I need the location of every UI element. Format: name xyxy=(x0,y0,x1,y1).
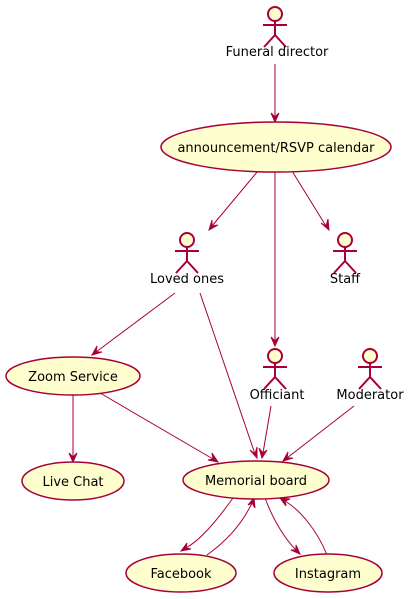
usecase-instagram: Instagram xyxy=(273,553,383,593)
actor-label: Moderator xyxy=(336,388,404,403)
usecase-ellipse xyxy=(273,553,383,593)
arrowhead xyxy=(68,452,78,464)
arrowhead xyxy=(179,542,192,552)
usecase-zoom-service: Zoom Service xyxy=(5,356,141,396)
edge-moderator-to-memorial-board xyxy=(286,405,355,459)
edges xyxy=(68,64,355,556)
actor-staff: Staff xyxy=(330,232,361,287)
arrowhead xyxy=(270,336,280,348)
usecase-ellipse xyxy=(160,121,392,173)
usecase-ellipse xyxy=(5,356,141,396)
usecase-label: Instagram xyxy=(295,567,361,582)
usecase-memorial-board: Memorial board xyxy=(182,460,330,500)
edge-instagram-to-memorial-board xyxy=(284,500,328,556)
actor-icon xyxy=(357,348,383,390)
edge-memorial-board-to-facebook xyxy=(185,497,234,549)
actor-officiant: Officiant xyxy=(250,348,305,403)
arrowhead xyxy=(320,218,330,232)
actor-icon xyxy=(262,348,288,390)
usecase-label: Live Chat xyxy=(42,475,103,490)
usecase-ellipse xyxy=(182,460,330,500)
usecase-live-chat: Live Chat xyxy=(21,461,125,501)
usecase-ellipse xyxy=(125,553,237,593)
usecase-ellipse xyxy=(21,461,125,501)
edge-loved-ones-to-zoom xyxy=(95,292,176,353)
arrowhead xyxy=(249,446,258,460)
actor-moderator: Moderator xyxy=(336,348,404,403)
usecase-calendar: announcement/RSVP calendar xyxy=(160,121,392,173)
edge-calendar-to-staff xyxy=(291,170,327,227)
edge-calendar-to-loved-ones xyxy=(211,170,259,227)
usecase-label: Zoom Service xyxy=(28,370,118,385)
actor-loved-ones: Loved ones xyxy=(150,232,224,287)
usecase-label: announcement/RSVP calendar xyxy=(177,141,375,156)
edge-loved-ones-to-memorial-board xyxy=(199,292,256,455)
usecase-label: Facebook xyxy=(150,567,212,582)
edge-memorial-board-to-instagram xyxy=(264,497,297,551)
usecase-facebook: Facebook xyxy=(125,553,237,593)
arrowhead xyxy=(290,544,301,555)
actor-funeral-director: Funeral director xyxy=(226,6,329,60)
actor-label: Staff xyxy=(330,272,361,287)
actor-icon xyxy=(262,6,288,48)
edge-facebook-to-memorial-board xyxy=(206,502,253,556)
actor-label: Funeral director xyxy=(226,45,329,60)
arrowhead xyxy=(208,219,219,232)
actor-icon xyxy=(174,232,200,274)
arrowhead xyxy=(281,451,294,462)
actor-label: Loved ones xyxy=(150,272,224,287)
usecase-label: Memorial board xyxy=(205,474,307,489)
arrowhead xyxy=(258,447,268,460)
actor-label: Officiant xyxy=(250,388,305,403)
arrowhead xyxy=(270,112,280,124)
actor-icon xyxy=(332,232,358,274)
arrowhead xyxy=(207,452,220,463)
edge-zoom-to-memorial-board xyxy=(99,392,214,460)
arrowhead xyxy=(278,497,291,507)
arrowhead xyxy=(247,496,256,509)
arrowhead xyxy=(90,345,103,356)
edge-officiant-to-memorial-board xyxy=(262,405,272,454)
